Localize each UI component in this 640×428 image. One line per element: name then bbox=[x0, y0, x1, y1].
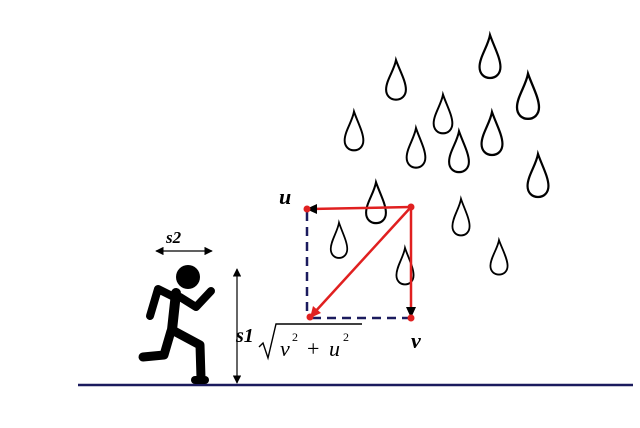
formula-u-exponent: 2 bbox=[343, 330, 349, 344]
runner-front-leg bbox=[169, 326, 206, 383]
formula-v-exponent: 2 bbox=[292, 330, 298, 344]
formula-u: u bbox=[329, 336, 340, 361]
vector-u-arrowhead bbox=[306, 204, 317, 214]
raindrop-icon bbox=[526, 152, 550, 199]
raindrop-icon bbox=[365, 181, 387, 225]
vector-diagram bbox=[303, 203, 416, 322]
formula-v: v bbox=[280, 336, 290, 361]
raindrop-icon bbox=[478, 33, 502, 80]
vertex-dot bbox=[407, 203, 415, 211]
raindrop-icon bbox=[343, 110, 365, 152]
raindrop-icon bbox=[385, 59, 407, 101]
runner-back-arm bbox=[146, 285, 178, 320]
label-v: v bbox=[411, 328, 421, 353]
raindrop-icon bbox=[448, 130, 470, 174]
raindrop-icon bbox=[432, 93, 454, 135]
raindrop-icon bbox=[480, 110, 504, 157]
raindrop-icon bbox=[451, 197, 471, 237]
runner-back-leg bbox=[138, 326, 176, 362]
runner-head bbox=[176, 265, 200, 289]
vertex-dot bbox=[303, 205, 311, 213]
raindrop-icon bbox=[329, 221, 349, 259]
raindrop-icon bbox=[405, 127, 427, 169]
vertex-dot bbox=[306, 313, 314, 321]
vector-resultant bbox=[313, 206, 412, 314]
magnitude-formula: v 2 + u 2 bbox=[258, 323, 362, 361]
raindrop-icon bbox=[515, 72, 541, 121]
vector-u bbox=[309, 205, 412, 211]
raindrop-icon bbox=[489, 239, 509, 276]
radical-sign bbox=[258, 323, 362, 361]
vector-v-arrowhead bbox=[406, 307, 416, 318]
raindrops bbox=[329, 33, 550, 286]
formula-plus: + bbox=[307, 336, 319, 361]
vertex-dot bbox=[407, 314, 415, 322]
label-s1: s1 bbox=[235, 325, 254, 347]
runner-front-arm bbox=[176, 287, 215, 311]
running-person-icon bbox=[138, 265, 215, 384]
label-u: u bbox=[279, 184, 291, 209]
label-s2: s2 bbox=[165, 228, 182, 247]
